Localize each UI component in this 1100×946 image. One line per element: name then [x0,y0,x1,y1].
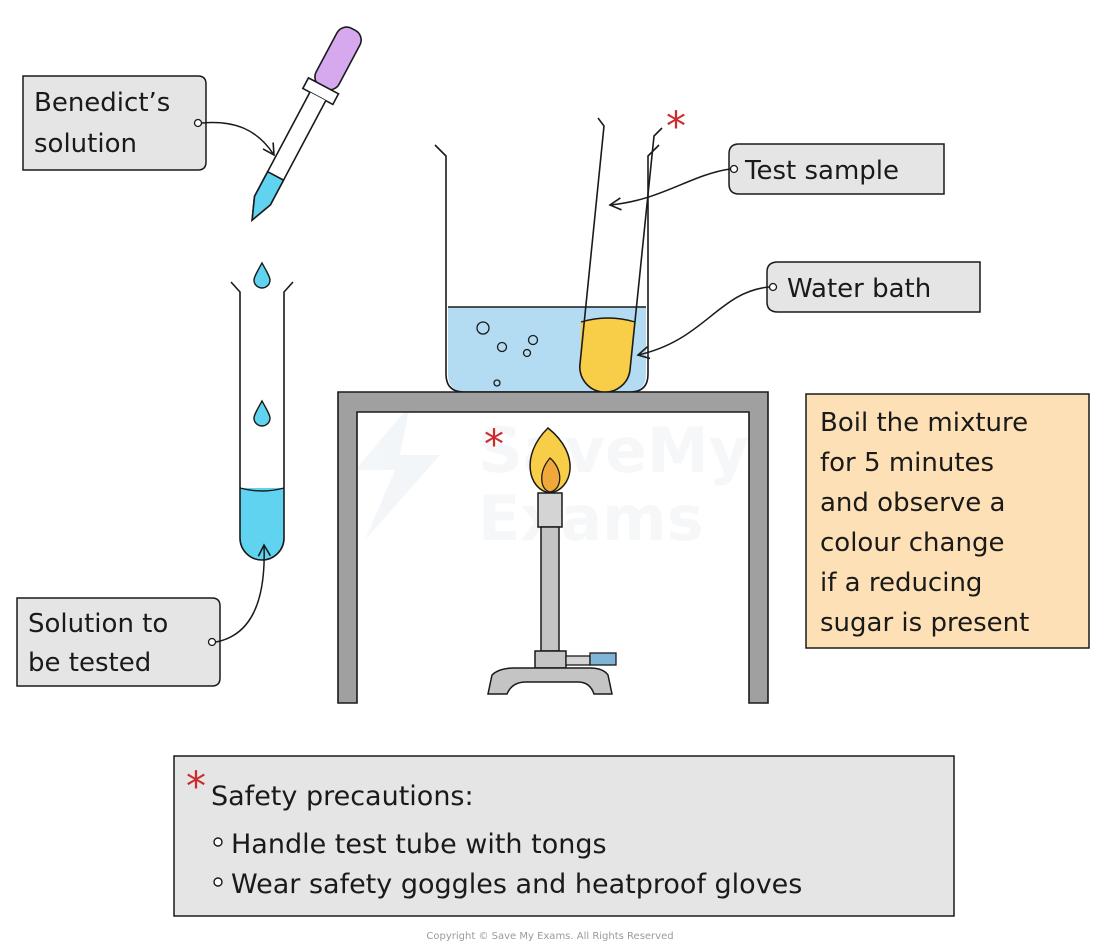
watermark-line2: Exams [478,482,704,555]
note-line: colour change [820,528,1004,558]
test-tube-left [230,281,294,561]
bunsen-burner [487,427,617,695]
dropper [251,26,362,222]
benedicts-label-line1: Benedict’s [34,88,170,118]
dropper-liquid [251,170,285,222]
safety-item: Wear safety goggles and heatproof gloves [231,869,802,900]
solution-label-line1: Solution to [28,609,168,639]
note-line: and observe a [820,488,1005,518]
test-sample-label: Test sample [744,156,899,186]
safety-box: * Safety precautions: Handle test tube w… [173,755,955,917]
bullet-icon [213,837,223,847]
benedicts-label-line2: solution [34,129,137,159]
asterisk-marker: * [666,104,686,150]
note-line: Boil the mixture [820,408,1028,438]
water-bath-label: Water bath [787,274,931,304]
note-line: if a reducing [820,568,982,598]
label-solution-to-be-tested: Solution to be tested [16,543,272,687]
watermark: SaveMy Exams [355,405,749,555]
solution-label-line2: be tested [28,648,151,678]
note-box: Boil the mixture for 5 minutes and obser… [805,393,1090,649]
safety-title: Safety precautions: [211,781,474,812]
watermark-line1: SaveMy [478,414,749,487]
note-line: for 5 minutes [820,448,994,478]
note-line: sugar is present [820,608,1029,638]
tripod-stand [337,391,769,704]
label-benedicts-solution: Benedict’s solution [22,75,275,171]
copyright-text: Copyright © Save My Exams. All Rights Re… [426,931,673,942]
label-water-bath: Water bath [636,261,981,360]
drop-1 [253,261,271,289]
safety-item: Handle test tube with tongs [231,829,607,860]
asterisk-marker: * [484,422,504,468]
asterisk-marker: * [186,764,206,810]
bullet-icon [213,877,223,887]
test-tube-sample [579,117,663,393]
drop-2 [253,399,271,427]
label-test-sample: Test sample [608,143,945,211]
